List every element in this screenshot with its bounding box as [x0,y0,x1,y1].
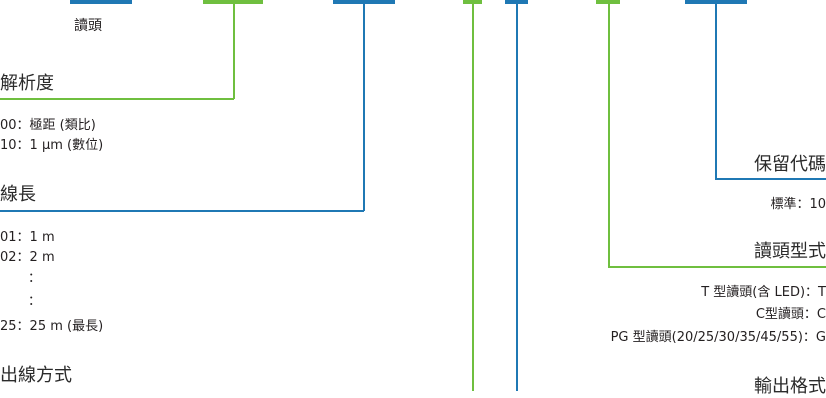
connector-reserved-vertical [715,4,717,179]
code-bar-reader-type [596,0,620,4]
cable-option-01: 01：1 m [0,230,55,245]
connector-outlet-vertical [472,4,474,391]
cable-option-25: 25：25 m (最長) [0,319,104,334]
connector-cable-horizontal [0,210,364,212]
cable-ellipsis-2: ： [28,294,42,309]
connector-resolution-horizontal [0,98,234,100]
connector-output-vertical [516,4,518,391]
reader-type-title: 讀頭型式 [754,241,826,262]
reader-type-option-c: C型讀頭：C [755,307,826,322]
resolution-option-10: 10：1 μm (數位) [0,138,104,153]
code-bar-reserved-code [685,0,747,4]
resolution-option-00: 00：極距 (類比) [0,118,96,133]
cable-option-02: 02：2 m [0,250,55,265]
output-format-title: 輸出格式 [754,376,826,397]
reader-label: 讀頭 [74,18,102,34]
connector-resolution-vertical [233,4,235,99]
code-bar-reader [70,0,132,4]
outlet-title: 出線方式 [0,365,72,386]
cable-length-title: 線長 [0,184,36,205]
reader-type-option-g: PG 型讀頭(20/25/30/35/45/55)：G [610,330,826,345]
code-bar-cable-length [333,0,395,4]
connector-reserved-horizontal [715,178,826,180]
connector-reader-type-vertical [608,4,610,267]
reader-type-option-t: T 型讀頭(含 LED)：T [701,285,826,300]
code-bar-outlet [463,0,482,4]
connector-cable-vertical [363,4,365,211]
connector-reader-type-horizontal [608,266,826,268]
reserved-code-option: 標準：10 [770,197,826,212]
code-bar-resolution [203,0,263,4]
reserved-code-title: 保留代碼 [754,154,826,175]
cable-ellipsis-1: ： [28,271,42,286]
code-bar-output-format [505,0,528,4]
resolution-title: 解析度 [0,73,54,94]
